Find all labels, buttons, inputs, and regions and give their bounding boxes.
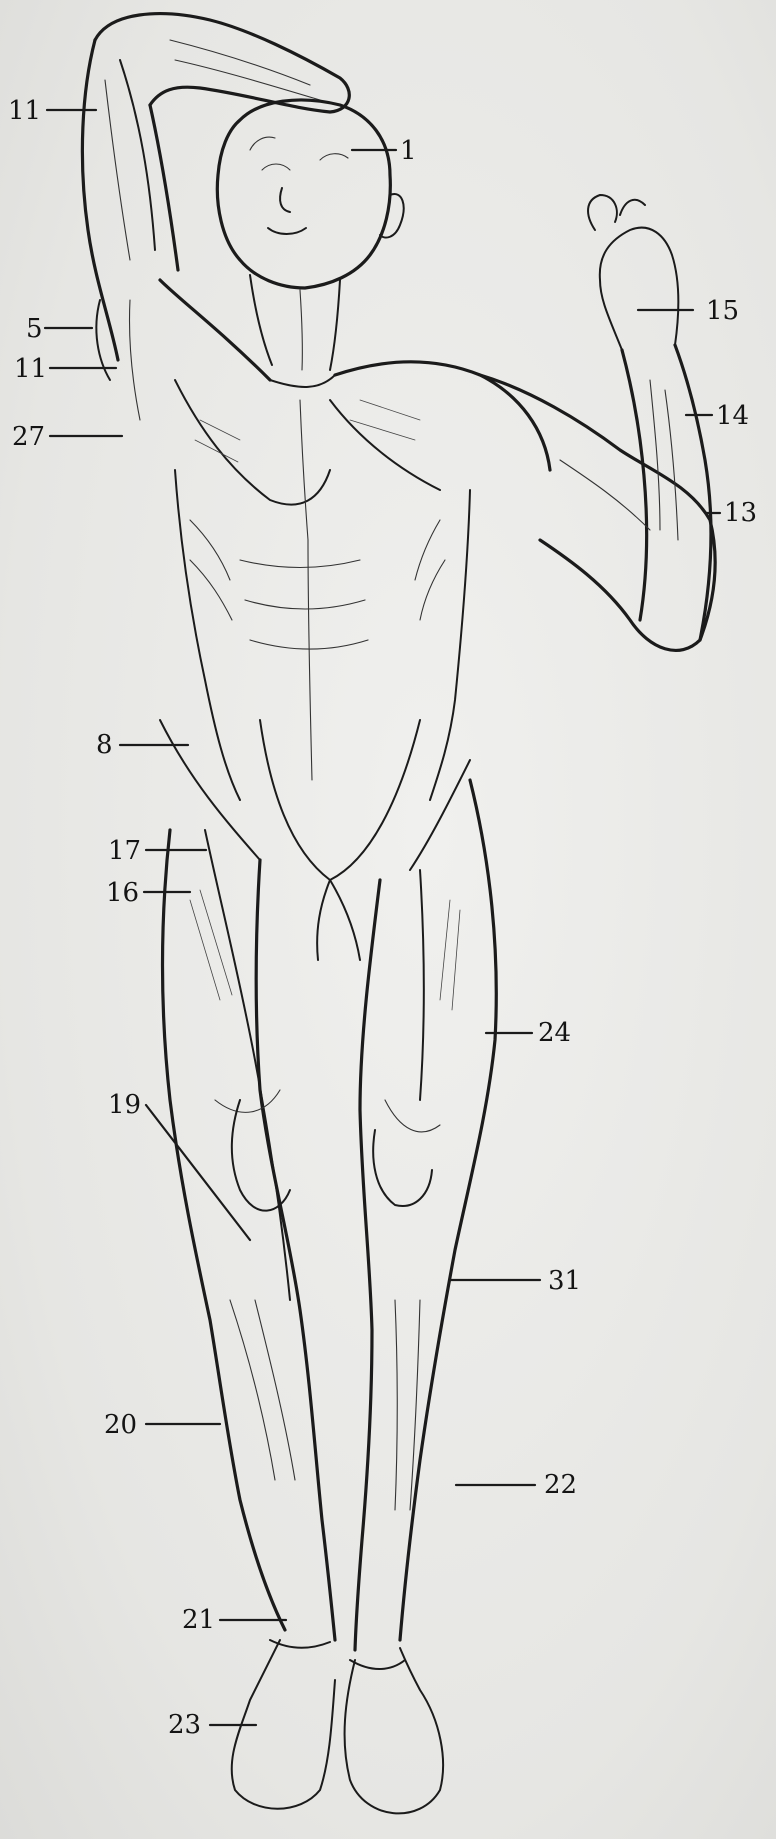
label-16-thigh: 16 — [106, 880, 139, 906]
label-11-upper-arm: 11 — [8, 98, 41, 124]
label-24-thigh: 24 — [538, 1020, 571, 1046]
neck — [250, 275, 340, 370]
label-11-arm: 11 — [14, 356, 47, 382]
label-5-shoulder: 5 — [26, 316, 43, 342]
label-20-shin: 20 — [104, 1412, 137, 1438]
label-23-foot: 23 — [168, 1712, 201, 1738]
label-21-ankle: 21 — [182, 1607, 215, 1633]
label-13-elbow: 13 — [724, 500, 757, 526]
label-19-knee: 19 — [108, 1092, 141, 1118]
label-14-forearm: 14 — [716, 403, 749, 429]
label-27-chest-side: 27 — [12, 424, 45, 450]
head — [217, 100, 403, 288]
leg-left-side — [163, 830, 336, 1809]
raised-arm — [82, 14, 349, 420]
label-15-hand: 15 — [706, 298, 739, 324]
leg-right-side — [345, 780, 497, 1813]
label-17-hip: 17 — [108, 838, 141, 864]
label-22-shin: 22 — [544, 1472, 577, 1498]
label-31-knee: 31 — [548, 1268, 581, 1294]
label-1-head: 1 — [400, 138, 417, 164]
hatching — [190, 400, 460, 1010]
torso — [160, 280, 550, 960]
bent-arm — [480, 195, 715, 650]
leader-lines — [45, 110, 720, 1725]
label-8-flank: 8 — [96, 732, 113, 758]
